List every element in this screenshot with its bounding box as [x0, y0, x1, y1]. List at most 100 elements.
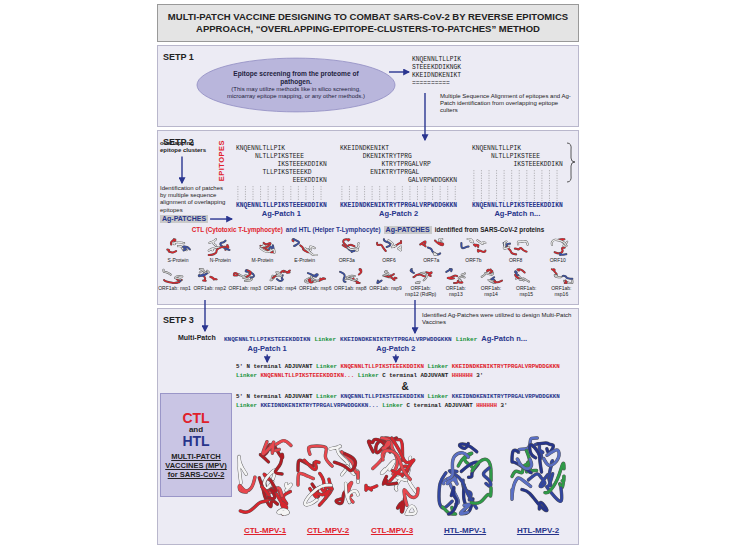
protein-label: ORF1ab: nsp13 [438, 286, 473, 297]
protein-label: ORF1ab: nsp6 [298, 286, 333, 292]
protein-icon [504, 241, 528, 254]
protein-icon [461, 239, 485, 252]
protein-label: ORF10 [537, 258, 579, 264]
step-note: overlapping epitope clusters [160, 140, 212, 154]
title: MULTI-PATCH VACCINE DESIGNING TO COMBAT … [166, 11, 570, 35]
protein-icon [552, 269, 573, 283]
protein-label: ORF1ab: nsp9 [368, 286, 403, 292]
alignment-ticks [342, 186, 455, 201]
step-band: CTLandHTLMULTI-PATCH VACCINES (MPV) for … [157, 308, 579, 545]
caption-part: and HTL (Helper T-Lymphocyte) [286, 226, 381, 233]
protein-label: ORF6 [368, 258, 410, 264]
epitope-sequence: GALVRPWDDGKKN [408, 177, 457, 184]
sequence-row: 5' N terminal ADJUVANTLinkerKNQENNLTLLPI… [236, 364, 576, 379]
vaccine-structure [298, 446, 358, 505]
epitope-sequence: NLTLLPIKSTEEE [255, 153, 304, 160]
construct-part: HHHHHH [452, 373, 473, 380]
protein-icon [167, 239, 190, 252]
caption-part: CTL (Cytotoxic T-Lymphocyte) [192, 226, 283, 233]
vaccine-label: CTL-MPV-1 [230, 526, 300, 535]
patch-sequence: KNQENNLTLLPIKSTEEEKDDIKN [472, 202, 563, 209]
sequence-row: 5' N terminal ADJUVANTLinkerKNQENNLTLLPI… [236, 394, 576, 409]
construct-part: KNQENNLTLLPIKSTEEEKDDIKN... [260, 373, 354, 380]
epitope-sequence: STEEEKDDIKNGK [412, 64, 461, 71]
linker: Linker [456, 337, 478, 344]
sequence-row: KNQENNLTLLPIKSTEEEKDDIKNLinkerKKEIDNDKEN… [224, 335, 579, 344]
construct-part: 3' [476, 373, 483, 380]
protein-label: ORF1ab: nsp3 [227, 286, 262, 292]
protein-icon [340, 269, 361, 283]
protein-label: ORF1ab: nsp15 [509, 286, 544, 297]
node-text: Epitope screening from the proteome of p… [218, 70, 374, 86]
vaccine-structure [512, 438, 564, 511]
protein-icon [164, 270, 183, 283]
epitope-sequence: KNQENNLTLLPIK [472, 145, 521, 152]
step-note: Identification of patches by multiple se… [160, 185, 230, 214]
node-text: CTL [182, 411, 209, 426]
protein-label: ORF1ab: nsp1 [157, 286, 192, 292]
node-text: MULTI-PATCH VACCINES (MPV) for SARS-CoV-… [164, 452, 228, 479]
protein-label: ORF1ab: nsp16 [544, 286, 579, 297]
vaccine-panel: CTLandHTLMULTI-PATCH VACCINES (MPV) for … [160, 393, 232, 497]
protein-icon [343, 239, 359, 252]
construct-part: 5' N terminal ADJUVANT [236, 364, 313, 371]
epitope-sequence: ENIKTRYTPRGAL [370, 169, 419, 176]
epitope-sequence: DKENIKTRYTPRG [363, 153, 412, 160]
screening-ellipse: Epitope screening from the proteome of p… [196, 57, 396, 113]
construct-part: KKEIDNDKENIKTRYTPRGALVRPWDDGKKN [452, 364, 560, 371]
construct-part: KKEIDNDKENIKTRYTPRGALVRPWDDGKKN... [260, 403, 378, 410]
vaccine-label: HTL-MPV-1 [430, 526, 500, 535]
construct-part: HHHHHH [476, 403, 497, 410]
protein-label: M-Protein [241, 258, 283, 264]
protein-icon [305, 273, 325, 282]
construct-part: Linker [382, 403, 403, 410]
patch-sequence: KNQENNLTLLPIKSTEEEKDDIKN [236, 202, 327, 209]
separator: & [390, 381, 420, 393]
sequence-row: CTL (Cytotoxic T-Lymphocyte)and HTL (Hel… [157, 226, 579, 234]
construct-part: C terminal ADJUVANT [382, 373, 448, 380]
construct-part: Linker [427, 394, 448, 401]
step-note: Multiple Sequence Alignment of epitopes … [440, 93, 575, 115]
vaccine-structure [239, 441, 291, 514]
epitope-sequence: KKEIDNDKENIKT [412, 72, 461, 79]
protein-icon [199, 269, 217, 281]
patch-sequence: KKEIDNDKENIKTRYTPRGALVRPWDDGKKN [340, 337, 452, 344]
patch-sequence: KKEIDNDKENIKTRYTPRGALVRPWDDGKKN [340, 202, 457, 209]
flow-arrow [181, 156, 182, 183]
construct-part: 5' N terminal ADJUVANT [236, 394, 313, 401]
patch-label: Ag-Patch n... [481, 335, 527, 344]
highlight-label: Ag-PATCHES [160, 215, 208, 223]
protein-icon [260, 243, 274, 253]
epitope-sequence: EEEKDDIKN [293, 177, 327, 184]
protein-label: S-Protein [157, 258, 199, 264]
construct-part: Linker [427, 364, 448, 371]
protein-icon [209, 239, 230, 255]
construct-part: KKEIDNDKENIKTRYTPRGALVRPWDDGKKN [452, 394, 560, 401]
step-heading: SETP 1 [158, 50, 199, 64]
protein-icon [420, 239, 443, 255]
patch-label: Ag-Patch 2 [376, 345, 415, 354]
caption-part: identified from SARS-CoV-2 proteins [435, 226, 545, 233]
protein-label: ORF7a [410, 258, 452, 264]
protein-icon [377, 271, 396, 283]
row-label: Multi-Patch [178, 334, 216, 342]
protein-icon [411, 269, 432, 283]
protein-label: ORF8 [495, 258, 537, 264]
protein-icon [293, 239, 317, 255]
protein-icon [234, 270, 254, 281]
epitope-sequence: KTRYTPRGALVRP [382, 161, 431, 168]
protein-icon [377, 239, 401, 251]
step-band: Epitope screening from the proteome of p… [157, 45, 579, 127]
epitope-sequence: KKEIDNDKENIKT [340, 145, 389, 152]
protein-label: ORF3a [326, 258, 368, 264]
construct-part: Linker [316, 364, 337, 371]
construct-part: C terminal ADJUVANT [407, 403, 473, 410]
patch-label: Ag-Patch 1 [248, 345, 287, 354]
step-note: Identified Ag-Patches were utilized to d… [422, 312, 577, 326]
protein-label: ORF1ab: nsp4 [263, 286, 298, 292]
protein-label: ORF1ab: nsp14 [474, 286, 509, 297]
construct-part: 3' [501, 403, 508, 410]
flow-arrow [204, 300, 205, 331]
